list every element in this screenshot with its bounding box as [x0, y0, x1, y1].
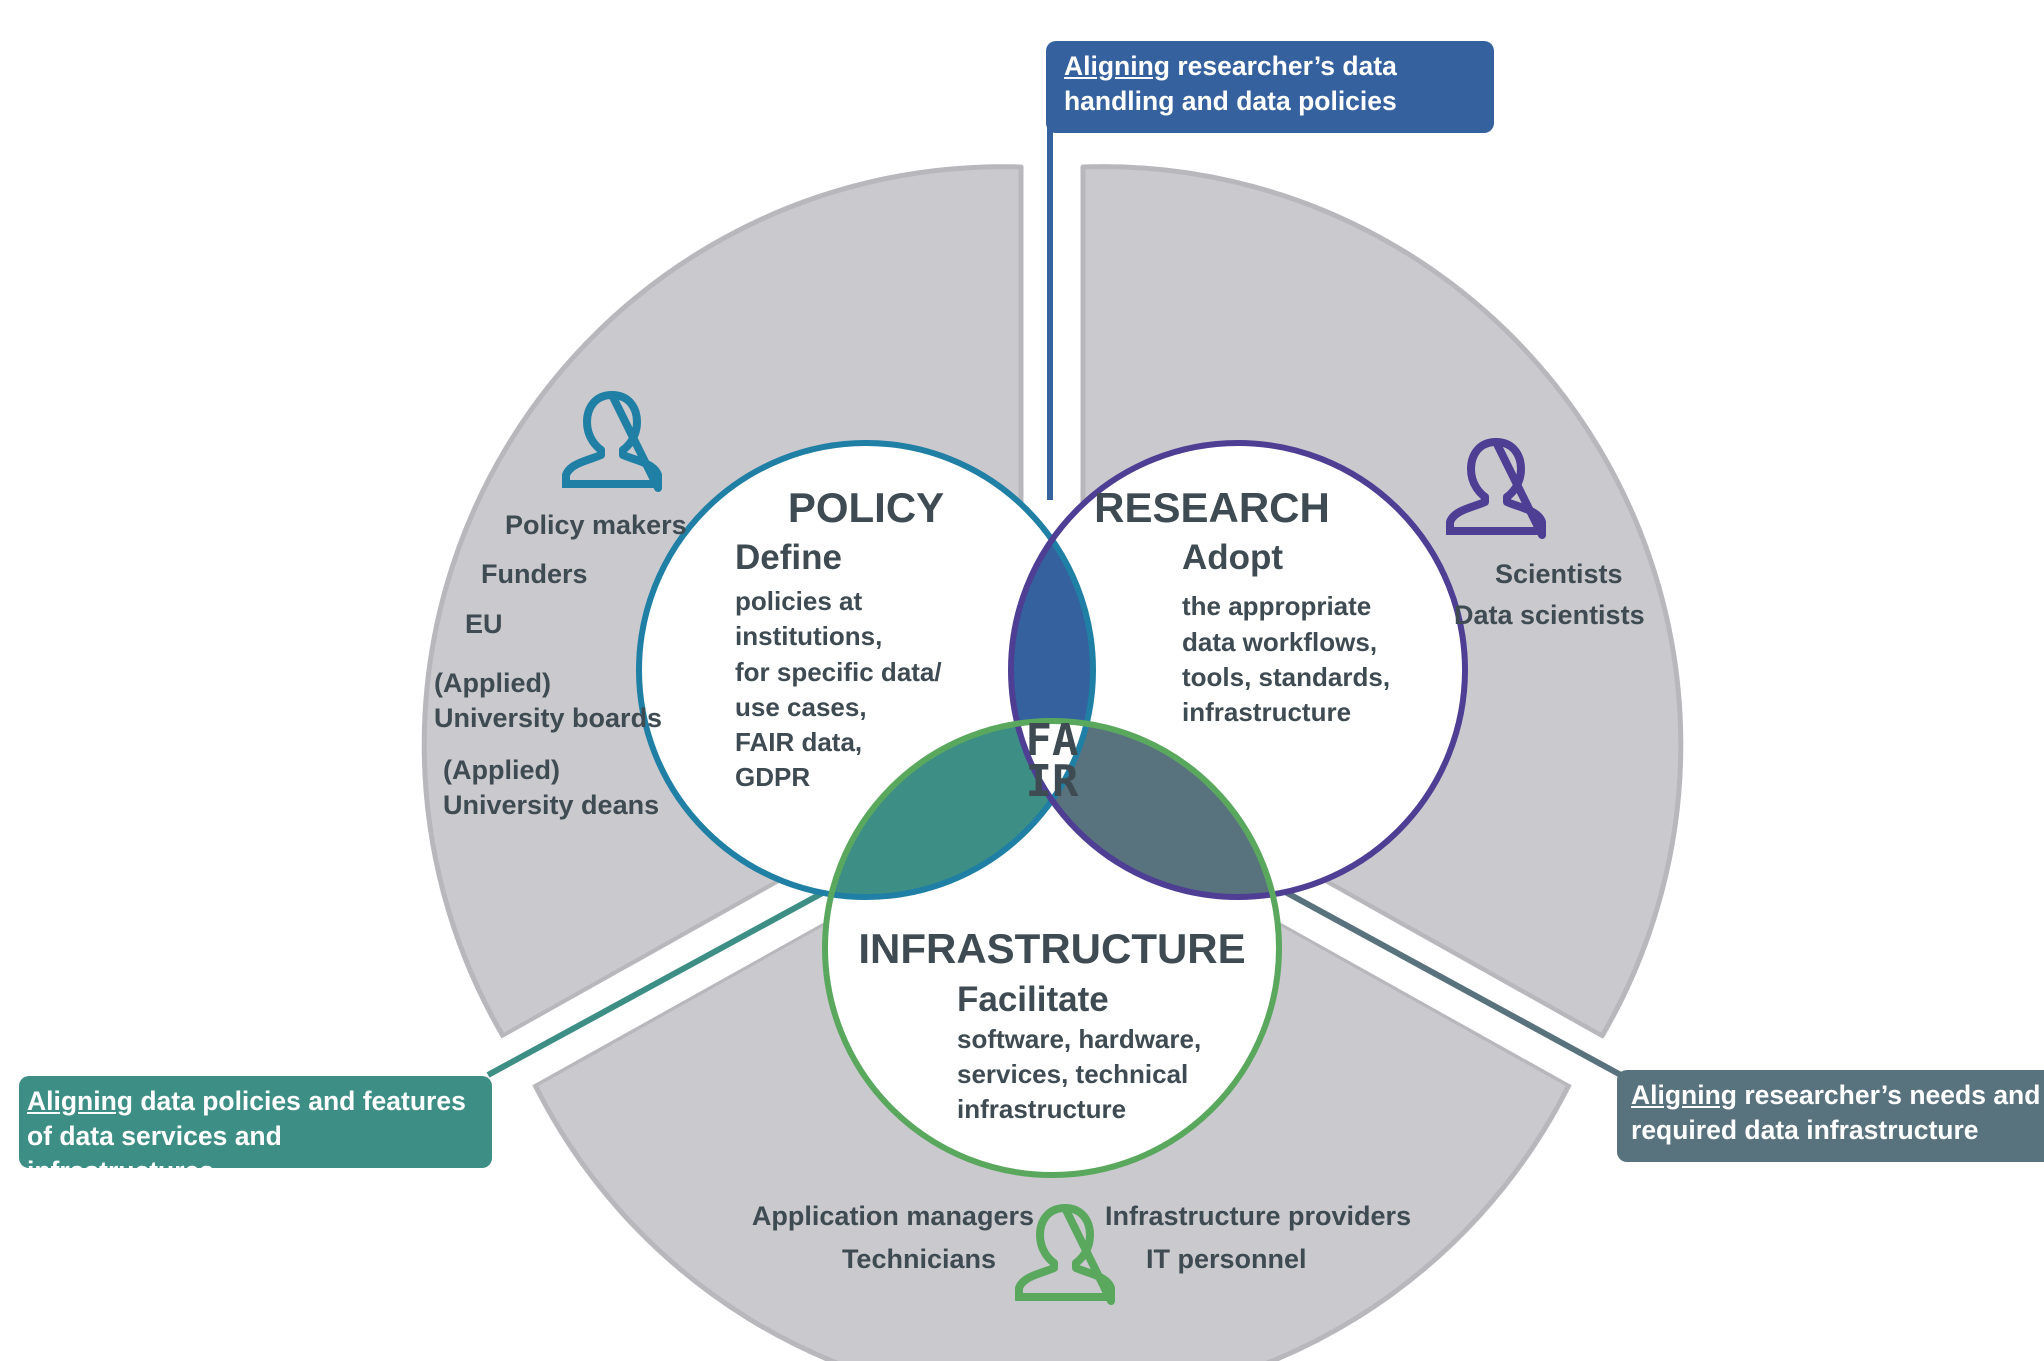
research-line: infrastructure [1182, 697, 1351, 727]
callout-right-line1: researcher’s needs and [1736, 1080, 2041, 1110]
stakeholder-infrastructure: IT personnel [1146, 1244, 1307, 1274]
stakeholder-policy: (Applied) [434, 668, 551, 698]
policy-line: institutions, [735, 621, 882, 651]
stakeholder-policy: University deans [443, 790, 659, 820]
stakeholder-infrastructure: Infrastructure providers [1105, 1201, 1411, 1231]
circle-research-outline [1008, 440, 1468, 900]
policy-line: GDPR [735, 762, 810, 792]
lens-policy-infrastructure [825, 721, 1093, 897]
stakeholder-policy: Policy makers [505, 510, 687, 540]
research-line: tools, standards, [1182, 662, 1390, 692]
connector-right [1276, 885, 1632, 1083]
stakeholder-policy: University boards [434, 703, 662, 733]
callout-left-line1: data policies and features [132, 1086, 466, 1116]
circle-infrastructure-outline [822, 718, 1282, 1178]
research-line: data workflows, [1182, 627, 1377, 657]
connector-left [486, 887, 830, 1078]
person-icon [562, 391, 662, 492]
person-icon [1446, 438, 1546, 539]
circle-policy-outline [636, 440, 1096, 900]
fair-logo-line1: FA [1026, 715, 1079, 766]
stakeholder-policy: EU [465, 609, 503, 639]
stakeholder-policy: (Applied) [443, 755, 560, 785]
lens-research-infrastructure [1011, 721, 1279, 897]
callout-right-underlined: Aligning [1631, 1080, 1737, 1110]
policy-title: POLICY [788, 484, 944, 531]
person-icon [1015, 1204, 1115, 1305]
stakeholder-infrastructure: Technicians [842, 1244, 996, 1274]
stakeholder-policy: Funders [481, 559, 588, 589]
callout-left-line2: of data services and infrastructures [27, 1121, 282, 1186]
infrastructure-line: software, hardware, [957, 1024, 1201, 1054]
policy-line: policies at [735, 586, 862, 616]
research-line: the appropriate [1182, 591, 1371, 621]
policy-verb: Define [735, 538, 842, 577]
callout-top-line2: handling and data policies [1064, 86, 1397, 116]
stakeholder-infrastructure: Application managers [752, 1201, 1034, 1231]
research-verb: Adopt [1182, 538, 1283, 577]
research-title: RESEARCH [1094, 484, 1330, 531]
callout-left: Aligning data policies and features of d… [19, 1076, 492, 1186]
callout-left-underlined: Aligning [27, 1086, 133, 1116]
policy-line: use cases, [735, 692, 867, 722]
infrastructure-title: INFRASTRUCTURE [858, 925, 1245, 972]
infrastructure-verb: Facilitate [957, 980, 1109, 1019]
callout-top-line1: researcher’s data [1169, 51, 1397, 81]
stakeholder-research: Data scientists [1454, 600, 1645, 630]
stakeholder-research: Scientists [1495, 559, 1623, 589]
infrastructure-line: infrastructure [957, 1094, 1126, 1124]
fair-logo-line2: IR [1026, 756, 1079, 807]
callout-right-line2: required data infrastructure [1631, 1115, 1979, 1145]
callout-top: Aligning researcher’s data handling and … [1046, 41, 1494, 133]
fair-logo: FA IR [1026, 715, 1079, 807]
policy-line: FAIR data, [735, 727, 862, 757]
callout-right: Aligning researcher’s needs and required… [1617, 1070, 2044, 1162]
callout-top-underlined: Aligning [1064, 51, 1170, 81]
policy-line: for specific data/ [735, 657, 942, 687]
infrastructure-line: services, technical [957, 1059, 1188, 1089]
